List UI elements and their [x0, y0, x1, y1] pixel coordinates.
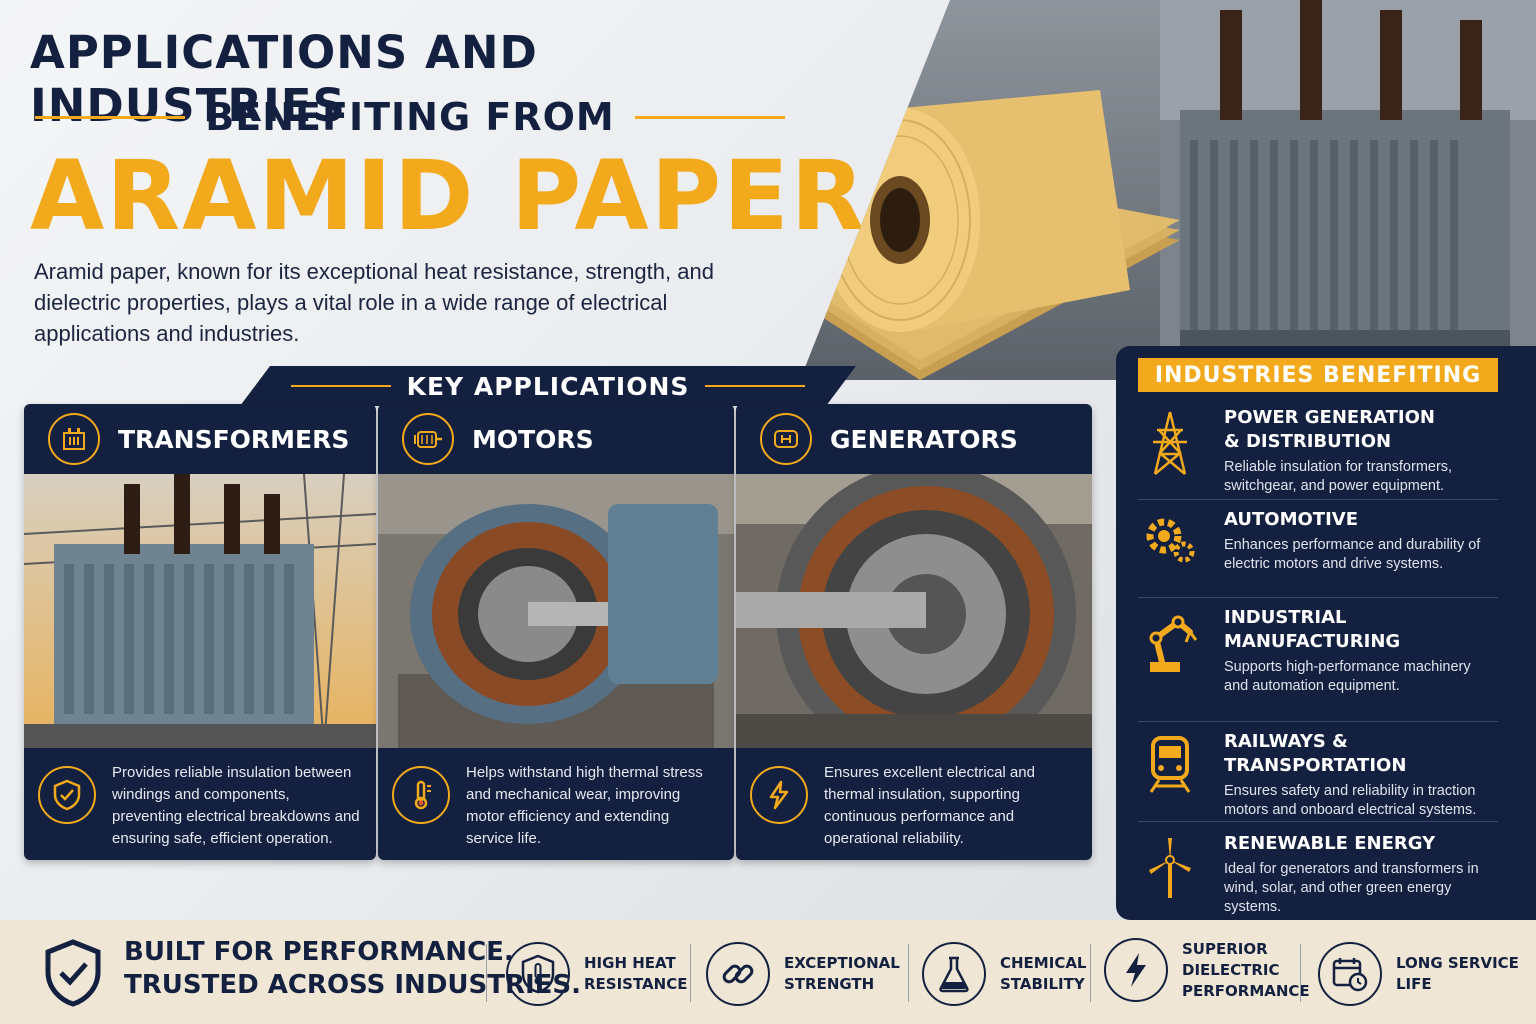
thermometer-shield-icon	[506, 942, 570, 1006]
feature-label-2: STABILITY	[1000, 975, 1085, 993]
gears-icon	[1138, 508, 1202, 597]
industry-item-automotive: AUTOMOTIVE Enhances performance and dura…	[1138, 508, 1498, 598]
transformer-icon	[48, 413, 100, 465]
headline-line-2: BENEFITING FROM	[205, 95, 615, 139]
app-title: MOTORS	[472, 424, 594, 454]
headline-aramid-paper: ARAMID PAPER	[30, 140, 867, 252]
generators-photo	[736, 474, 1092, 748]
tagline-line-2: TRUSTED ACROSS INDUSTRIES.	[124, 970, 582, 1000]
industry-title: AUTOMOTIVE	[1224, 509, 1358, 530]
industry-description: Ensures safety and reliability in tracti…	[1224, 783, 1477, 818]
industry-title: POWER GENERATION	[1224, 407, 1435, 428]
app-title: GENERATORS	[830, 424, 1018, 454]
industries-banner: INDUSTRIES BENEFITING	[1138, 358, 1498, 392]
feature-chemical-stability: CHEMICAL STABILITY	[922, 942, 1087, 1006]
industries-label: INDUSTRIES BENEFITING	[1154, 362, 1482, 388]
lightning-icon	[750, 766, 808, 824]
feature-label: HIGH HEAT	[584, 954, 676, 972]
industry-title: RENEWABLE ENERGY	[1224, 833, 1436, 854]
app-card-transformers: TRANSFORMERS Provides reliable insulatio…	[24, 404, 376, 860]
industry-title-2: MANUFACTURING	[1224, 631, 1401, 652]
feature-label-3: PERFORMANCE	[1182, 981, 1310, 1000]
transformer-photo	[1160, 0, 1536, 360]
feature-label-2: DIELECTRIC	[1182, 960, 1280, 979]
app-description: Ensures excellent electrical and thermal…	[824, 764, 1035, 847]
tagline-line-1: BUILT FOR PERFORMANCE.	[124, 937, 514, 967]
bottom-feature-bar: BUILT FOR PERFORMANCE. TRUSTED ACROSS IN…	[0, 920, 1536, 1024]
feature-label-2: LIFE	[1396, 975, 1432, 993]
industry-title: INDUSTRIAL	[1224, 607, 1347, 628]
industry-description: Enhances performance and durability of e…	[1224, 537, 1481, 572]
shield-check-icon	[38, 766, 96, 824]
wind-turbine-icon	[1138, 832, 1202, 916]
industries-panel: INDUSTRIES BENEFITING POWER GENERATION &…	[1116, 346, 1536, 920]
app-description: Provides reliable insulation between win…	[112, 764, 360, 847]
industry-description: Reliable insulation for transformers, sw…	[1224, 459, 1453, 494]
industry-description: Supports high-performance machinery and …	[1224, 659, 1471, 694]
industry-title-2: & DISTRIBUTION	[1224, 431, 1392, 452]
calendar-clock-icon	[1318, 942, 1382, 1006]
motors-photo	[378, 474, 734, 748]
robot-arm-icon	[1138, 606, 1202, 721]
industry-title: RAILWAYS & TRANSPORTATION	[1224, 731, 1407, 776]
app-card-motors: MOTORS Helps withstand high thermal stre…	[378, 404, 734, 860]
shield-check-icon	[45, 939, 101, 1007]
motor-icon	[402, 413, 454, 465]
key-applications-label: KEY APPLICATIONS	[406, 371, 690, 401]
feature-service-life: LONG SERVICE LIFE	[1318, 942, 1519, 1006]
feature-label: SUPERIOR	[1182, 939, 1268, 958]
headline-line-2-row: BENEFITING FROM	[30, 92, 790, 142]
feature-label-2: STRENGTH	[784, 975, 875, 993]
bottom-tagline: BUILT FOR PERFORMANCE. TRUSTED ACROSS IN…	[124, 936, 581, 1002]
industry-item-manufacturing: INDUSTRIAL MANUFACTURING Supports high-p…	[1138, 606, 1498, 722]
power-tower-icon	[1138, 406, 1202, 499]
headline-line-1: APPLICATIONS AND INDUSTRIES	[30, 26, 538, 132]
industry-item-power: POWER GENERATION & DISTRIBUTION Reliable…	[1138, 406, 1498, 500]
hero-image	[800, 0, 1536, 380]
feature-label: EXCEPTIONAL	[784, 954, 900, 972]
headline-rule-left	[35, 115, 186, 119]
feature-label: LONG SERVICE	[1396, 954, 1519, 972]
app-title: TRANSFORMERS	[118, 424, 350, 454]
key-applications-banner: KEY APPLICATIONS	[240, 366, 856, 406]
bolt-icon	[1104, 938, 1168, 1002]
generator-icon	[760, 413, 812, 465]
intro-paragraph: Aramid paper, known for its exceptional …	[34, 259, 714, 346]
feature-label: CHEMICAL	[1000, 954, 1087, 972]
flask-icon	[922, 942, 986, 1006]
industry-item-railways: RAILWAYS & TRANSPORTATION Ensures safety…	[1138, 730, 1498, 822]
industry-description: Ideal for generators and transformers in…	[1224, 861, 1479, 915]
train-icon	[1138, 730, 1202, 821]
app-description: Helps withstand high thermal stress and …	[466, 764, 703, 847]
app-card-generators: GENERATORS Ensures excellent electrical …	[736, 404, 1092, 860]
transformers-photo	[24, 474, 376, 748]
headline-rule-right	[634, 115, 785, 119]
industry-item-renewable: RENEWABLE ENERGY Ideal for generators an…	[1138, 832, 1498, 916]
feature-dielectric: SUPERIOR DIELECTRIC PERFORMANCE	[1104, 938, 1310, 1002]
chain-link-icon	[706, 942, 770, 1006]
thermometer-icon	[392, 766, 450, 824]
feature-strength: EXCEPTIONAL STRENGTH	[706, 942, 900, 1006]
feature-label-2: RESISTANCE	[584, 975, 688, 993]
feature-heat-resistance: HIGH HEAT RESISTANCE	[506, 942, 687, 1006]
